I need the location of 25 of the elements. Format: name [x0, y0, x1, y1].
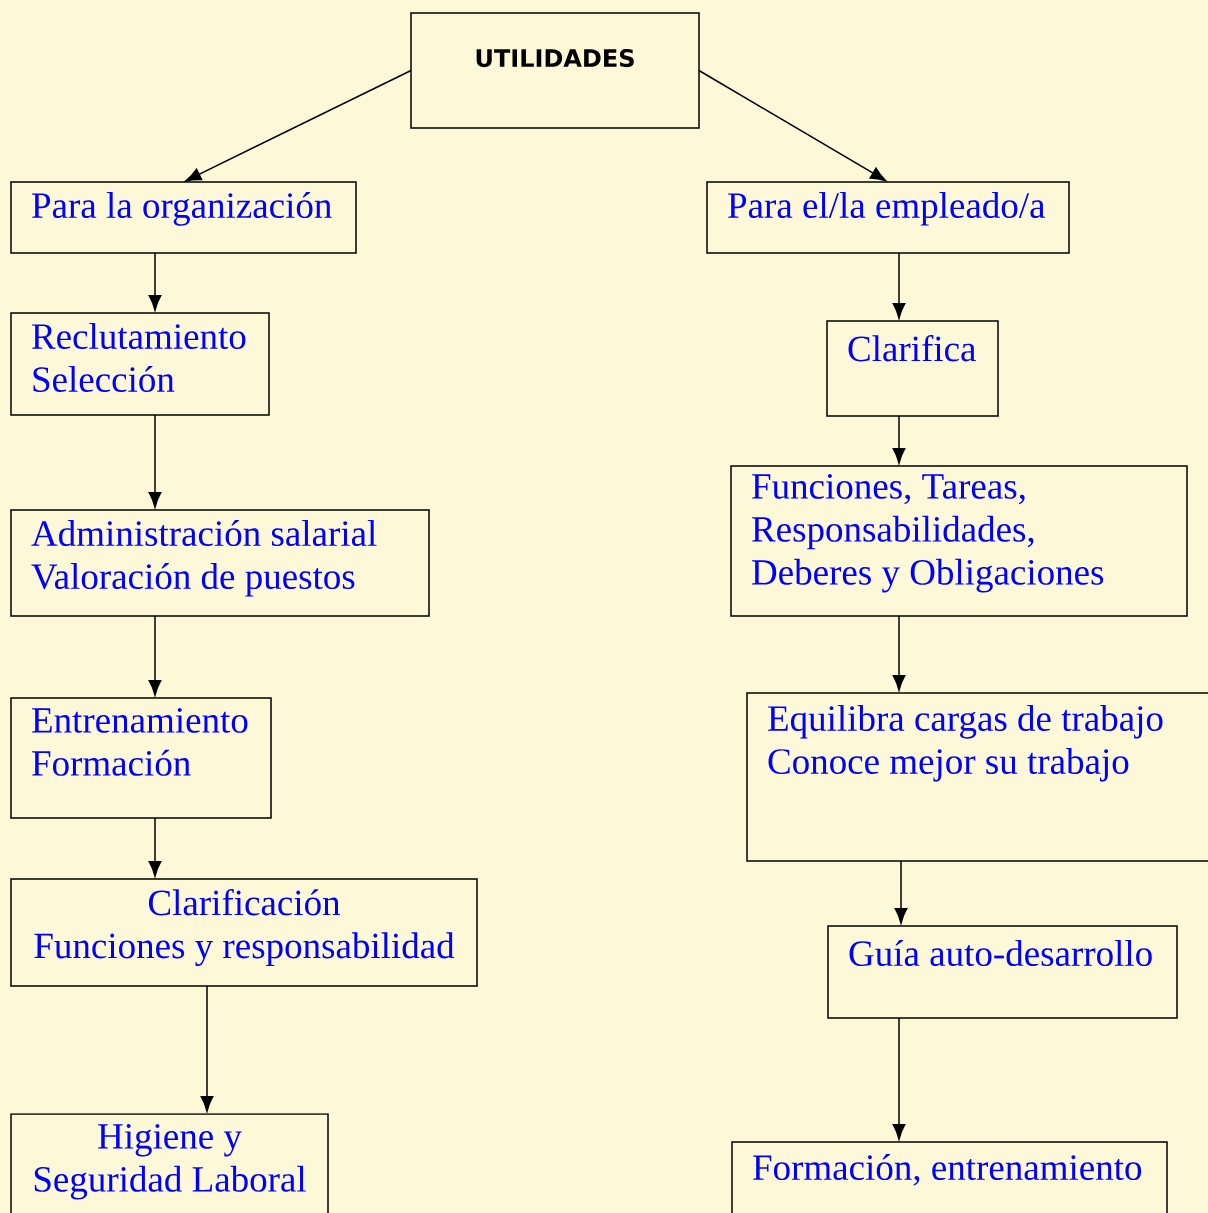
process-box: Funciones, Tareas, Responsabilidades, Deberes y Obligaciones	[730, 465, 1188, 617]
process-box: Formación, entrenamiento	[731, 1141, 1168, 1213]
process-box: Para la organización	[10, 181, 357, 254]
arrow	[698, 69, 887, 182]
process-box: UTILIDADES	[410, 12, 700, 129]
process-box: Clarificación Funciones y responsabilidad	[10, 878, 478, 987]
arrow	[892, 252, 906, 319]
arrow	[148, 252, 162, 311]
process-box: Equilibra cargas de trabajo Conoce mejor su trabajo	[746, 692, 1208, 862]
arrow	[894, 860, 908, 924]
process-box: Reclutamiento Selección	[10, 312, 270, 416]
arrow	[148, 414, 162, 508]
arrow	[200, 985, 214, 1112]
arrow	[892, 1017, 906, 1140]
process-box: Higiene y Seguridad Laboral	[10, 1113, 329, 1213]
arrow	[148, 615, 162, 696]
process-box: Clarifica	[826, 320, 999, 417]
arrow	[892, 415, 906, 464]
arrow	[892, 615, 906, 691]
arrow	[185, 69, 412, 182]
arrow	[148, 817, 162, 877]
process-box: Para el/la empleado/a	[706, 181, 1070, 254]
process-box: Guía auto-desarrollo	[827, 925, 1178, 1019]
process-box: Entrenamiento Formación	[10, 697, 272, 819]
process-box: Administración salarial Valoración de puestos	[10, 509, 430, 617]
